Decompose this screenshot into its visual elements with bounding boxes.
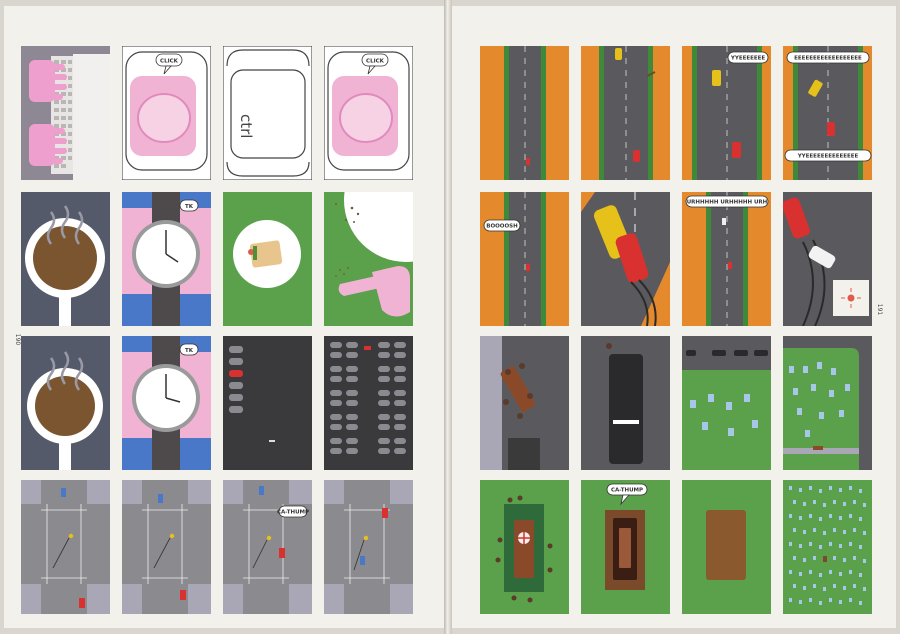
sfx-yeee-long: YYEEEEEEEEEEEEEE <box>797 154 859 160</box>
panel-click-finger-2: CLICK <box>324 46 413 180</box>
panel-cemetery-aerial <box>783 480 872 614</box>
page-number-right: 191 <box>876 303 884 316</box>
panel-intersection-1 <box>21 480 110 614</box>
sfx-urhhh: URHHHHH URHHHHH URH <box>687 200 768 206</box>
sfx-boooosh: BOOOOSH <box>486 224 518 230</box>
panel-grave-mourners <box>480 480 569 614</box>
sfx-eee-long: EEEEEEEEEEEEEEEEEE <box>794 56 862 62</box>
panel-road-to-park <box>682 336 771 470</box>
panel-watch-tk-1: TK <box>122 192 211 326</box>
panel-intersection-4 <box>324 480 413 614</box>
panel-cemetery-corner <box>783 336 872 470</box>
sfx-tk-2: TK <box>185 348 194 354</box>
panel-highway-eee: EEEEEEEEEEEEEEEEEE YYEEEEEEEEEEEEEE <box>783 46 872 180</box>
panel-coffee-cup-2 <box>21 336 110 470</box>
panel-ctrl-key: ctrl <box>223 46 312 180</box>
panel-highway-boooosh: BOOOOSH <box>480 192 569 326</box>
sfx-ca-thump-left: CA-THUMP <box>277 510 309 516</box>
panel-crash-closeup <box>581 192 670 326</box>
panel-highway-yeee: YYEEEEEEE <box>682 46 771 180</box>
page-number-left: 190 <box>14 333 22 346</box>
panel-crash-aftermath <box>783 192 872 326</box>
sfx-click-2: CLICK <box>366 59 385 65</box>
panel-intersection-2 <box>122 480 211 614</box>
panel-coffee-cup <box>21 192 110 326</box>
key-ctrl-label: ctrl <box>237 114 255 138</box>
panel-click-finger: CLICK <box>122 46 211 180</box>
panel-hearse <box>581 336 670 470</box>
panel-filled-grave <box>682 480 771 614</box>
right-page: YYEEEEEEE EEEEEEEEEEEEEEEEEE YYEEEEEEEEE… <box>452 6 896 628</box>
panel-parking-lot-2 <box>324 336 413 470</box>
sfx-tk-1: TK <box>185 204 194 210</box>
panel-crumbs-finger <box>324 192 413 326</box>
panel-highway-2 <box>581 46 670 180</box>
sfx-ca-thump-right: CA-THUMP <box>611 488 643 494</box>
panel-typing-hands <box>21 46 110 180</box>
panel-parking-lot-1 <box>223 336 312 470</box>
panel-intersection-ca-thump: CA-THUMP <box>223 480 312 614</box>
panel-coffin-bearers <box>480 336 569 470</box>
panel-watch-tk-2: TK <box>122 336 211 470</box>
left-page: CLICK ctrl CLICK <box>4 6 444 628</box>
sfx-yeee: YYEEEEEEE <box>730 56 766 62</box>
panel-sandwich <box>223 192 312 326</box>
panel-highway-urhhh: URHHHHH URHHHHH URH <box>682 192 771 326</box>
panel-grave-ca-thump: CA-THUMP <box>581 480 670 614</box>
sfx-click-1: CLICK <box>160 59 179 65</box>
book-gutter <box>444 0 452 634</box>
panel-highway-1 <box>480 46 569 180</box>
